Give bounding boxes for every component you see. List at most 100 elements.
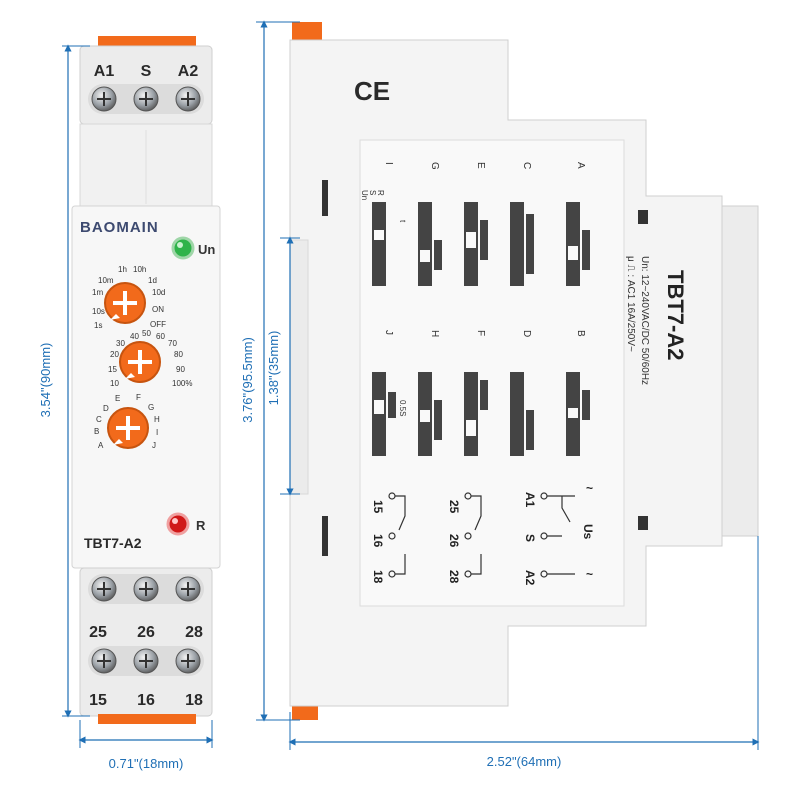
svg-text:H: H — [429, 330, 440, 337]
terminal-28-label: 28 — [185, 624, 203, 641]
svg-text:G: G — [148, 403, 154, 412]
terminal-15-label: 15 — [89, 692, 107, 709]
svg-text:I: I — [383, 162, 394, 165]
svg-text:~: ~ — [586, 481, 593, 495]
timing-letters-top: I G E C A — [383, 162, 586, 170]
wiring-diagram: 15 16 18 25 26 28 A1 S A2 Us ~ ~ — [371, 481, 595, 586]
svg-text:OFF: OFF — [150, 320, 166, 329]
side-top-clip — [292, 22, 322, 40]
front-height-dimension: 3.54"(90mm) — [38, 343, 53, 418]
terminal-25-label: 25 — [89, 624, 107, 641]
side-width-dimension: 2.52"(64mm) — [487, 754, 562, 769]
svg-text:A2: A2 — [523, 570, 537, 586]
screw-18[interactable] — [175, 648, 201, 674]
svg-text:80: 80 — [174, 350, 183, 359]
svg-text:100%: 100% — [172, 379, 192, 388]
side-model-label: TBT7-A2 — [663, 270, 688, 360]
svg-text:F: F — [475, 330, 486, 336]
svg-text:A: A — [575, 162, 586, 169]
svg-text:H: H — [154, 415, 160, 424]
svg-text:S: S — [523, 534, 537, 542]
svg-text:10: 10 — [110, 379, 119, 388]
side-spec-line1: Un: 12~240VAC/DC 50/60Hz — [639, 256, 650, 385]
svg-text:1d: 1d — [148, 276, 157, 285]
front-width-dimension: 0.71"(18mm) — [109, 756, 184, 771]
time-range-scale: 1h 10h 10m 1d 1m 10d 10s ON 1s OFF — [92, 265, 166, 330]
power-led-icon — [171, 236, 195, 260]
svg-text:Us: Us — [581, 524, 595, 540]
screw-15[interactable] — [91, 648, 117, 674]
svg-text:t: t — [398, 220, 407, 223]
svg-text:15: 15 — [108, 365, 117, 374]
svg-text:G: G — [429, 162, 440, 170]
svg-text:40: 40 — [130, 332, 139, 341]
svg-text:70: 70 — [168, 339, 177, 348]
terminal-s-label: S — [141, 63, 152, 80]
svg-text:16: 16 — [371, 534, 385, 548]
front-dimensions: 3.54"(90mm) 0.71"(18mm) — [38, 44, 214, 771]
terminal-a2-label: A2 — [178, 63, 199, 80]
screw-25[interactable] — [91, 576, 117, 602]
svg-text:25: 25 — [447, 500, 461, 514]
svg-text:R: R — [376, 190, 385, 196]
svg-text:C: C — [521, 162, 532, 169]
svg-text:15: 15 — [371, 500, 385, 514]
svg-text:60: 60 — [156, 332, 165, 341]
timing-diagrams — [372, 202, 590, 456]
front-model-label: TBT7-A2 — [84, 535, 142, 551]
brand-logo: BAOMAIN — [80, 219, 159, 236]
bottom-clip — [98, 714, 196, 724]
side-spec-line2: μ ⎍ : AC1 16A/250V~ — [625, 256, 636, 352]
svg-text:D: D — [521, 330, 532, 337]
svg-text:28: 28 — [447, 570, 461, 584]
svg-text:10h: 10h — [133, 265, 146, 274]
svg-text:S: S — [368, 190, 377, 195]
svg-text:E: E — [115, 394, 120, 403]
svg-text:I: I — [156, 428, 158, 437]
svg-text:30: 30 — [116, 339, 125, 348]
svg-text:Un: Un — [360, 190, 369, 200]
time-range-knob[interactable] — [104, 282, 146, 324]
top-clip — [98, 36, 196, 48]
svg-text:J: J — [383, 330, 394, 335]
screw-16[interactable] — [133, 648, 159, 674]
svg-text:B: B — [94, 427, 99, 436]
rail-height-dimension: 1.38"(35mm) — [266, 331, 281, 406]
svg-text:E: E — [475, 162, 486, 169]
screw-26[interactable] — [133, 576, 159, 602]
function-scale: E F D G C H B I A J — [94, 393, 160, 450]
ce-mark-icon: CE — [354, 76, 390, 106]
module-face — [71, 205, 221, 569]
svg-text:26: 26 — [447, 534, 461, 548]
terminal-26-label: 26 — [137, 624, 155, 641]
side-panel: CE I G E C A J H F D B — [289, 22, 759, 720]
screw-s[interactable] — [133, 86, 159, 112]
svg-text:B: B — [575, 330, 586, 337]
svg-text:18: 18 — [371, 570, 385, 584]
screw-28[interactable] — [175, 576, 201, 602]
percent-scale: 40 50 60 30 70 20 80 15 90 10 100% — [108, 329, 192, 388]
terminal-18-label: 18 — [185, 692, 203, 709]
svg-text:90: 90 — [176, 365, 185, 374]
svg-text:F: F — [136, 393, 141, 402]
terminal-a1-label: A1 — [94, 63, 115, 80]
svg-text:20: 20 — [110, 350, 119, 359]
function-knob[interactable] — [107, 407, 149, 449]
screw-a2[interactable] — [175, 86, 201, 112]
svg-text:C: C — [96, 415, 102, 424]
svg-text:D: D — [103, 404, 109, 413]
terminal-16-label: 16 — [137, 692, 155, 709]
svg-text:10s: 10s — [92, 307, 105, 316]
side-dimensions: 3.76"(95.5mm) 1.38"(35mm) 2.52"(64mm) — [240, 20, 760, 769]
svg-text:10d: 10d — [152, 288, 165, 297]
relay-led-label: R — [196, 518, 206, 533]
svg-text:1m: 1m — [92, 288, 103, 297]
power-led-label: Un — [198, 242, 215, 257]
svg-text:1s: 1s — [94, 321, 102, 330]
svg-text:J: J — [152, 441, 156, 450]
svg-text:ON: ON — [152, 305, 164, 314]
svg-text:0.5S: 0.5S — [398, 400, 407, 416]
percent-knob[interactable] — [119, 341, 161, 383]
screw-a1[interactable] — [91, 86, 117, 112]
